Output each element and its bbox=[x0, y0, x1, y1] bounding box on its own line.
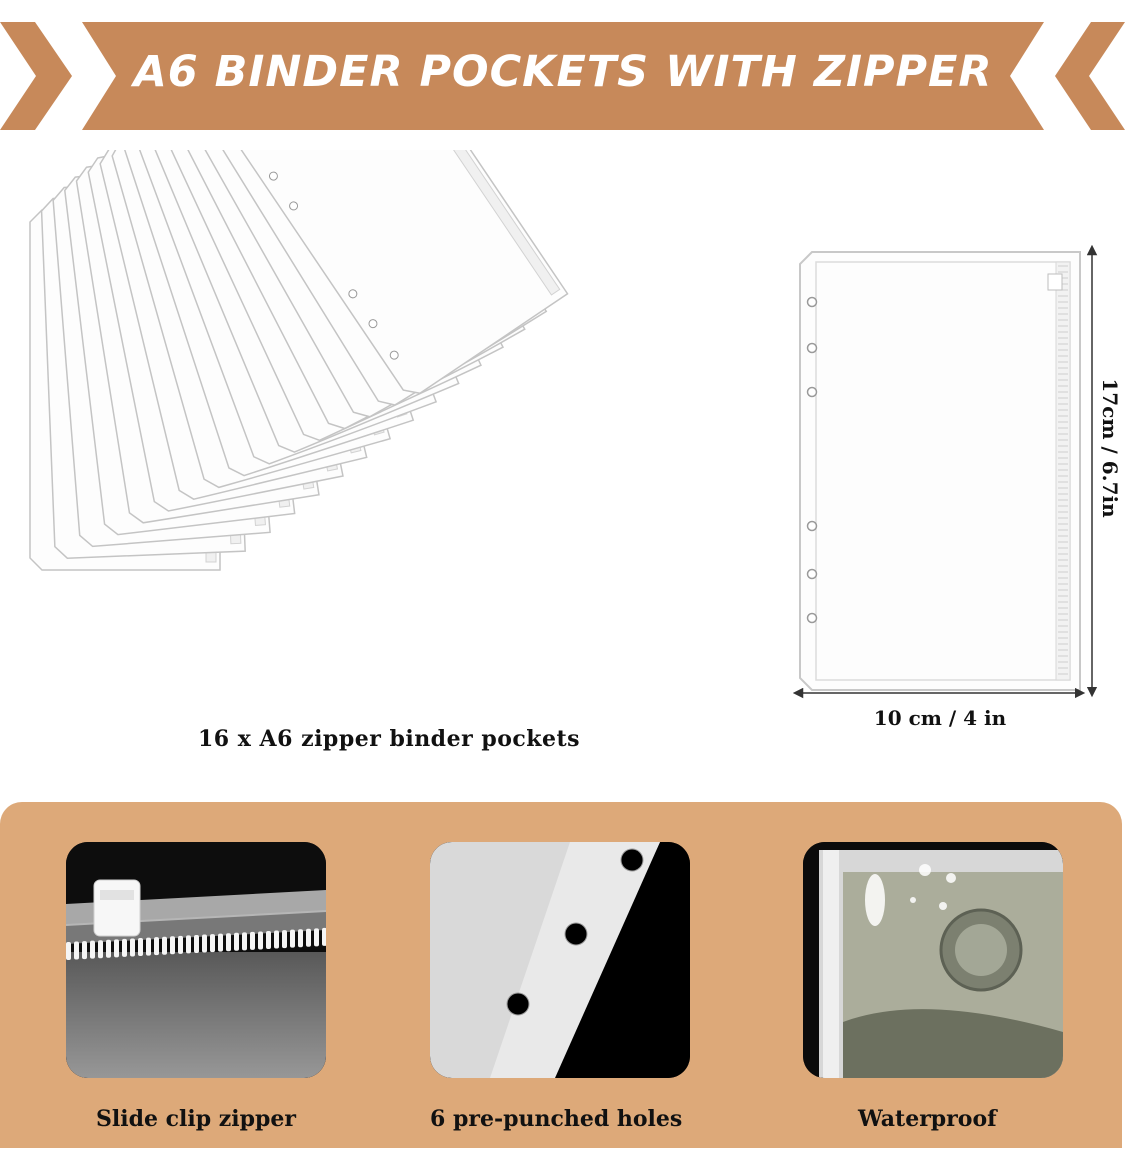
punched-holes-closeup-icon bbox=[430, 842, 690, 1078]
feature-label-zipper: Slide clip zipper bbox=[96, 1106, 296, 1132]
height-label: 17cm / 6.7in bbox=[1098, 378, 1122, 518]
feature-label-holes: 6 pre-punched holes bbox=[430, 1106, 683, 1132]
waterproof-closeup-icon bbox=[803, 842, 1063, 1078]
single-pocket-image bbox=[792, 244, 1098, 699]
feature-label-waterproof: Waterproof bbox=[858, 1106, 997, 1132]
holes-tile bbox=[430, 842, 690, 1078]
pocket-sheet bbox=[214, 150, 569, 395]
left-chevron-icon bbox=[0, 22, 72, 130]
page-title: A6 BINDER POCKETS WITH ZIPPER bbox=[133, 47, 993, 97]
zipper-tile bbox=[66, 842, 326, 1078]
zipper-closeup-icon bbox=[66, 842, 326, 1078]
width-label: 10 cm / 4 in bbox=[873, 706, 1007, 730]
title-banner bbox=[82, 22, 1044, 130]
right-chevron-icon bbox=[1055, 22, 1125, 130]
stack-caption: 16 x A6 zipper binder pockets bbox=[198, 726, 581, 752]
waterproof-tile bbox=[803, 842, 1063, 1078]
pocket-stack-image bbox=[29, 150, 569, 571]
